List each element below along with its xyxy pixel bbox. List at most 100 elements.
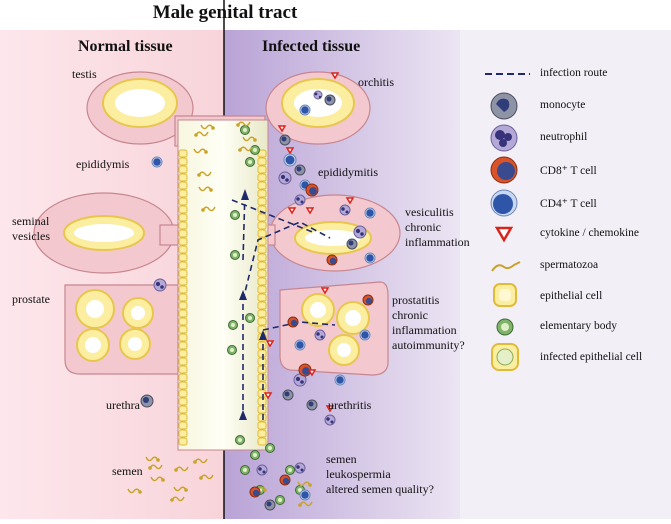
epithelium-beads [178, 149, 267, 446]
cytokine-marker [320, 287, 330, 295]
label-vesicles: vesicles [12, 229, 50, 243]
legend-cytokine: cytokine / chemokine [540, 227, 639, 239]
legend-infected-epithelial: infected epithelial cell [540, 351, 643, 363]
label-semen-inf-1: semen [326, 452, 357, 466]
cytokine-marker [285, 147, 295, 155]
cytokine-marker [265, 340, 275, 348]
sperm-cell [200, 474, 214, 480]
sperm-cell [175, 466, 189, 472]
cytokine-marker [287, 207, 297, 215]
label-vesiculitis-2: chronic [405, 220, 441, 234]
monocyte-cell [324, 94, 336, 106]
label-prostatitis-3: inflammation [392, 323, 457, 337]
cytokine-triangle-icon [494, 226, 514, 243]
legend-epithelial: epithelial cell [540, 290, 603, 302]
elementary-body [240, 465, 250, 475]
sperm-cell [145, 456, 159, 462]
sperm-cell [200, 124, 214, 130]
urethra-duct [177, 119, 269, 451]
neutrophil-cell [324, 414, 336, 426]
sperm-cell [239, 146, 253, 152]
neutrophil-cell [313, 90, 323, 100]
epithelial-cell-icon [493, 283, 517, 307]
infected-heading: Infected tissue [262, 38, 361, 55]
elementary-body-icon [496, 318, 514, 336]
cd4-t-cell-icon [490, 189, 518, 217]
neutrophil-icon [490, 124, 518, 152]
cd4-cell [334, 374, 346, 386]
elementary-body [227, 345, 237, 355]
label-prostatitis-4: autoimmunity? [392, 338, 465, 352]
label-seminal: seminal [12, 214, 50, 228]
neutrophil-cell [278, 171, 292, 185]
sperm-cell [193, 148, 207, 154]
sperm-cell [242, 136, 256, 142]
neutrophil-cell [314, 329, 326, 341]
cytokine-marker [305, 207, 315, 215]
monocyte-icon [490, 92, 518, 120]
neutrophil-cell [339, 204, 351, 216]
sperm-cell [149, 464, 163, 470]
label-semen-inf-3: altered semen quality? [326, 482, 434, 496]
cd8-cell [305, 183, 319, 197]
sperm-cell [195, 131, 209, 137]
cd4-cell [364, 207, 376, 219]
sperm-cell [297, 481, 311, 487]
label-prostatitis-1: prostatitis [392, 293, 440, 307]
monocyte-cell [282, 389, 294, 401]
neutrophil-cell [256, 464, 268, 476]
monocyte-cell [294, 164, 306, 176]
label-urethritis: urethritis [328, 398, 372, 412]
elementary-body [235, 435, 245, 445]
cytokine-marker [325, 405, 335, 413]
cd8-cell [362, 294, 374, 306]
elementary-body [250, 450, 260, 460]
label-vesiculitis-1: vesiculitis [405, 205, 454, 219]
cd8-cell [287, 316, 299, 328]
sperm-cell [173, 486, 187, 492]
elementary-body [230, 210, 240, 220]
monocyte-cell [279, 134, 291, 146]
elementary-body [265, 443, 275, 453]
monocyte-cell [264, 499, 276, 511]
normal-heading: Normal tissue [78, 38, 173, 55]
sperm-cell [198, 171, 212, 177]
legend-cd4: CD4⁺ T cell [540, 198, 597, 210]
sperm-cell [194, 458, 208, 464]
cytokine-marker [330, 72, 340, 80]
cytokine-marker [263, 392, 273, 400]
label-urethra: urethra [106, 398, 140, 412]
neutrophil-cell [153, 278, 167, 292]
elementary-body [250, 145, 260, 155]
label-testis: testis [72, 67, 97, 81]
elementary-body [245, 157, 255, 167]
monocyte-cell [346, 238, 358, 250]
neutrophil-cell [353, 225, 367, 239]
legend-infection-route: infection route [540, 67, 608, 79]
cd4-cell [294, 339, 306, 351]
cd8-t-cell-icon [490, 156, 518, 184]
monocyte-cell [140, 394, 154, 408]
legend-monocyte: monocyte [540, 99, 586, 111]
cd4-cell [299, 489, 311, 501]
label-semen: semen [112, 464, 143, 478]
cd8-cell [249, 486, 261, 498]
legend-elementary-body: elementary body [540, 320, 617, 332]
legend-cd8: CD8⁺ T cell [540, 165, 597, 177]
cd8-cell [326, 254, 338, 266]
infection-route-lines [231, 189, 336, 420]
cd4-cell [359, 329, 371, 341]
label-epididymitis: epididymitis [318, 165, 378, 179]
neutrophil-cell [294, 194, 306, 206]
legend-icons [485, 73, 530, 371]
cytokine-marker [307, 369, 317, 377]
sperm-cell [299, 501, 313, 507]
sperm-cell [198, 186, 212, 192]
monocyte-cell [306, 399, 318, 411]
infection-route-arrows [239, 189, 267, 420]
spermatozoa-icon [491, 261, 521, 272]
sperm-cell [237, 121, 251, 127]
label-vesiculitis-3: inflammation [405, 235, 470, 249]
elementary-body [275, 495, 285, 505]
